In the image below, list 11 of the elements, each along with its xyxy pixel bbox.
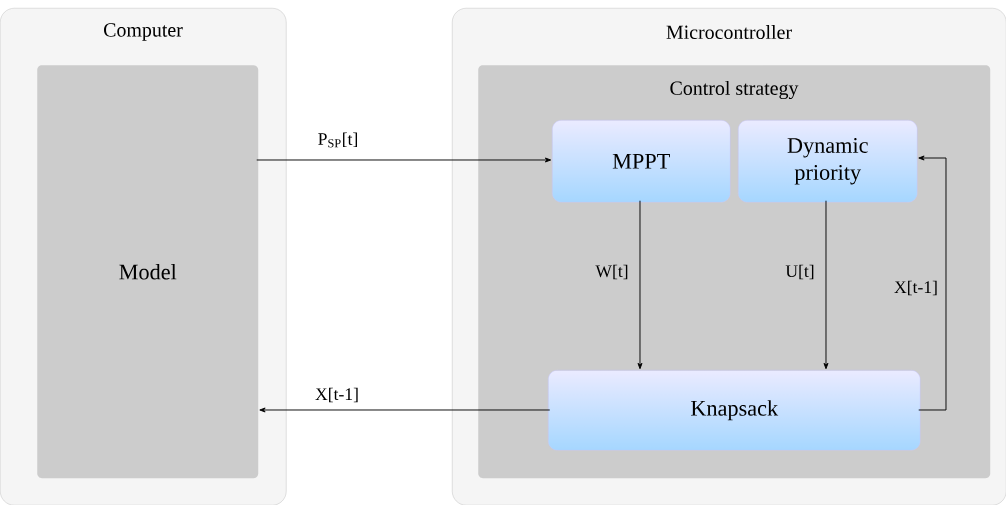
- panel: Model: [37, 65, 259, 479]
- process-box: MPPT: [552, 120, 731, 203]
- process-box: Knapsack: [548, 370, 921, 451]
- arrow: [918, 155, 947, 411]
- edge-label: P$_{SP}$[t]: [316, 131, 360, 149]
- edge-label: X[t-1]: [313, 386, 361, 404]
- process-box: Dynamic priority: [738, 120, 918, 203]
- arrow: [259, 407, 551, 413]
- arrow: [256, 157, 552, 163]
- arrow: [637, 200, 643, 370]
- arrow: [823, 200, 829, 370]
